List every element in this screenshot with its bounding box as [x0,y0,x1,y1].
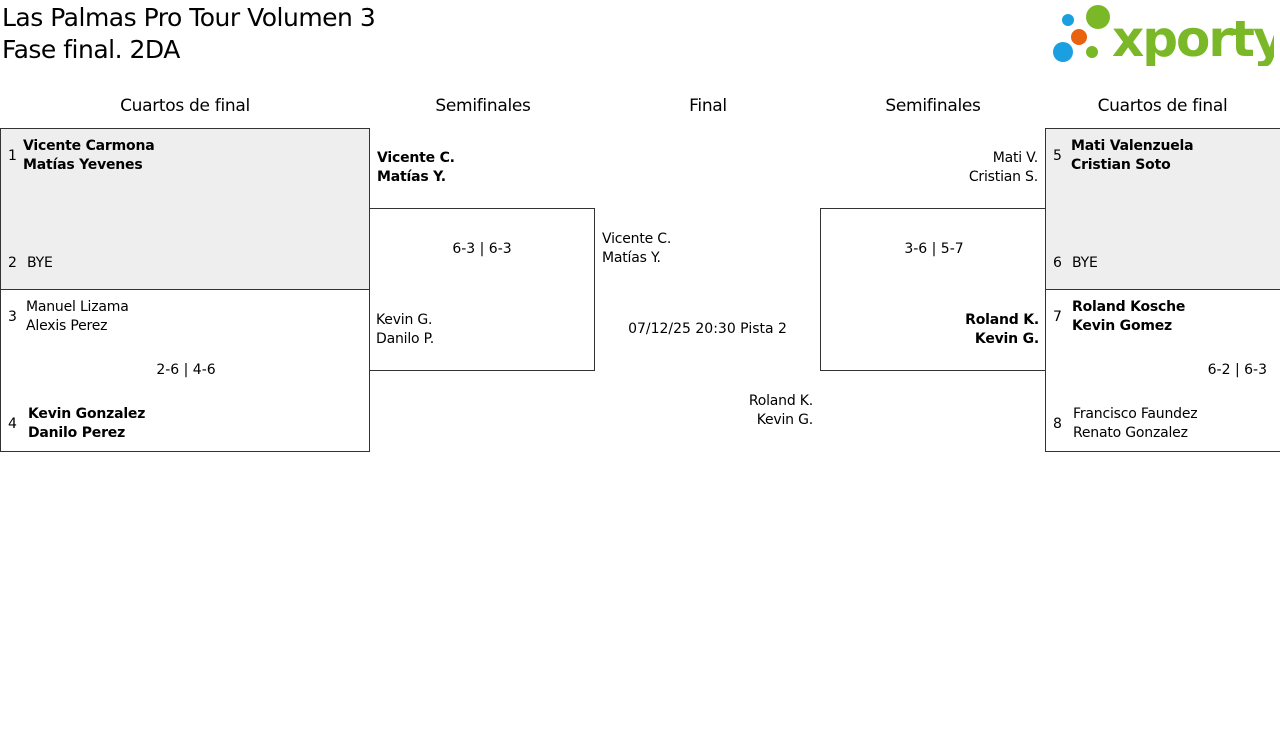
player: Alexis Perez [26,318,108,334]
player: Kevin G. [974,331,1039,347]
player: Kevin Gomez [1072,318,1173,334]
seed: 1 [8,148,17,164]
match-sf-1[interactable]: 6-3 | 6-3 Kevin G. Danilo P. [369,208,595,371]
final-team-a: Vicente C. Matías Y. [602,230,671,268]
match-score: 6-2 | 6-3 [1207,362,1267,378]
player: Vicente C. [377,150,455,166]
player: Kevin G. [756,412,813,428]
team: BYE [27,255,53,271]
team: Roland K. Kevin G. [821,311,1039,349]
final-team-b: Roland K. Kevin G. [600,392,813,430]
phase-title: Fase final. 2DA [2,35,180,64]
player: Matías Y. [602,250,661,266]
seed: 2 [8,255,17,271]
player: Roland K. [748,393,813,409]
player: Manuel Lizama [26,299,129,315]
player: Mati V. [992,150,1039,166]
final-schedule: 07/12/25 20:30 Pista 2 [628,321,787,337]
round-label-qf-left: Cuartos de final [120,96,250,116]
svg-text:xporty: xporty [1112,10,1274,66]
match-score: 6-3 | 6-3 [452,241,512,257]
xporty-logo: xporty [1053,5,1274,66]
player: Mati Valenzuela [1071,138,1194,154]
seed: 4 [8,416,17,432]
player: Matías Yevenes [23,157,143,173]
round-label-qf-right: Cuartos de final [1097,96,1228,116]
player: Cristian S. [968,169,1038,185]
player: Kevin G. [376,312,433,328]
team: Vicente C. Matías Y. [377,149,455,187]
tournament-title: Las Palmas Pro Tour Volumen 3 [2,3,376,32]
player: Danilo P. [376,331,434,347]
match-score: 3-6 | 5-7 [904,241,964,257]
seed: 8 [1053,416,1062,432]
round-label-sf-left: Semifinales [435,96,531,116]
player: Danilo Perez [28,425,126,441]
player: Renato Gonzalez [1073,425,1188,441]
round-label-final: Final [689,96,727,116]
player: Cristian Soto [1071,157,1171,173]
team: Mati V. Cristian S. [830,149,1038,187]
round-label-sf-right: Semifinales [885,96,981,116]
seed: 5 [1053,148,1062,164]
seed: 6 [1053,255,1062,271]
team: BYE [1072,255,1098,271]
seed: 3 [8,309,17,325]
player: Roland Kosche [1072,299,1186,315]
player: Vicente Carmona [23,138,155,154]
player: Matías Y. [377,169,446,185]
team: Kevin G. Danilo P. [376,311,434,349]
match-sf-2[interactable]: 3-6 | 5-7 Roland K. Kevin G. [820,208,1046,371]
player: Kevin Gonzalez [28,406,146,422]
player: Vicente C. [602,231,672,247]
match-score: 2-6 | 4-6 [156,362,216,378]
player: Roland K. [965,312,1039,328]
player: Francisco Faundez [1073,406,1198,422]
seed: 7 [1053,309,1062,325]
page-title: Las Palmas Pro Tour Volumen 3 Fase final… [2,2,376,66]
